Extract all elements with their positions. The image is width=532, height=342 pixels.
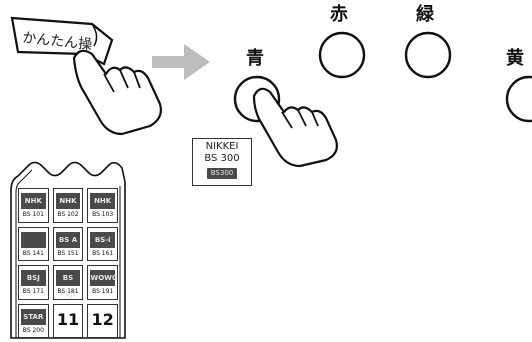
yellow-button[interactable] xyxy=(505,75,532,123)
channel-display-line2: BS 300 xyxy=(204,153,240,164)
red-button[interactable] xyxy=(318,31,366,79)
keypad-key[interactable]: 11 xyxy=(52,303,84,338)
keypad-key-logo: STAR xyxy=(21,308,46,325)
blue-button-label: 青 xyxy=(246,48,264,69)
keypad-key-channel: BS 161 xyxy=(92,249,114,257)
keypad-key-logo: WOWOW xyxy=(90,270,117,287)
keypad-key-logo: BS FUJI xyxy=(55,270,81,298)
keypad-key-channel: BS 151 xyxy=(57,249,79,257)
keypad-key[interactable]: WOWOWBS 191 xyxy=(87,265,118,300)
pressing-hand-icon xyxy=(252,87,338,168)
keypad-key-logo: BS A xyxy=(55,231,81,248)
green-button-label: 緑 xyxy=(416,3,435,25)
channel-display-badge: BS300 xyxy=(207,168,237,179)
keypad-key-channel: BS 101 xyxy=(22,211,44,219)
keypad-key-logo: 11 xyxy=(56,310,80,330)
channel-display-line1: NIKKEI xyxy=(205,141,239,152)
keypad-key-logo: NHK 2 xyxy=(55,193,81,221)
keypad-key-channel: BS 102 xyxy=(57,211,79,219)
keypad-key-channel: BS 191 xyxy=(92,288,114,296)
channel-display: NIKKEI BS 300 BS300 xyxy=(192,138,252,186)
channel-display-line3: BS300 xyxy=(210,169,234,177)
keypad-key-channel: BS 103 xyxy=(92,211,114,219)
green-button[interactable] xyxy=(404,31,452,79)
keypad-key-channel: BS 200 xyxy=(22,326,44,334)
keypad-key-logo: BS-i xyxy=(90,231,115,248)
keypad-key-logo: NHK h xyxy=(90,193,115,221)
arrow-right-icon xyxy=(152,44,210,80)
keypad-key-channel: BS 141 xyxy=(22,249,44,257)
keypad-key[interactable]: BS 141 xyxy=(18,226,49,261)
keypad-key-channel: BS 181 xyxy=(57,288,79,296)
red-button-label: 赤 xyxy=(330,4,348,25)
easy-operation-scroll[interactable]: かんたん操 xyxy=(0,0,200,136)
keypad-key-logo: 12 xyxy=(91,310,114,330)
pointing-hand-icon xyxy=(72,49,162,136)
keypad-key-channel: BS 171 xyxy=(22,288,44,296)
scroll-label: かんたん操 xyxy=(22,30,93,53)
keypad-key[interactable]: 12 xyxy=(87,303,118,338)
keypad-key-logo xyxy=(21,231,46,248)
yellow-button-label: 黄 xyxy=(506,47,524,69)
keypad-key-logo: NHK 1 xyxy=(21,193,46,221)
keypad-key-logo: BSJ xyxy=(21,270,46,287)
